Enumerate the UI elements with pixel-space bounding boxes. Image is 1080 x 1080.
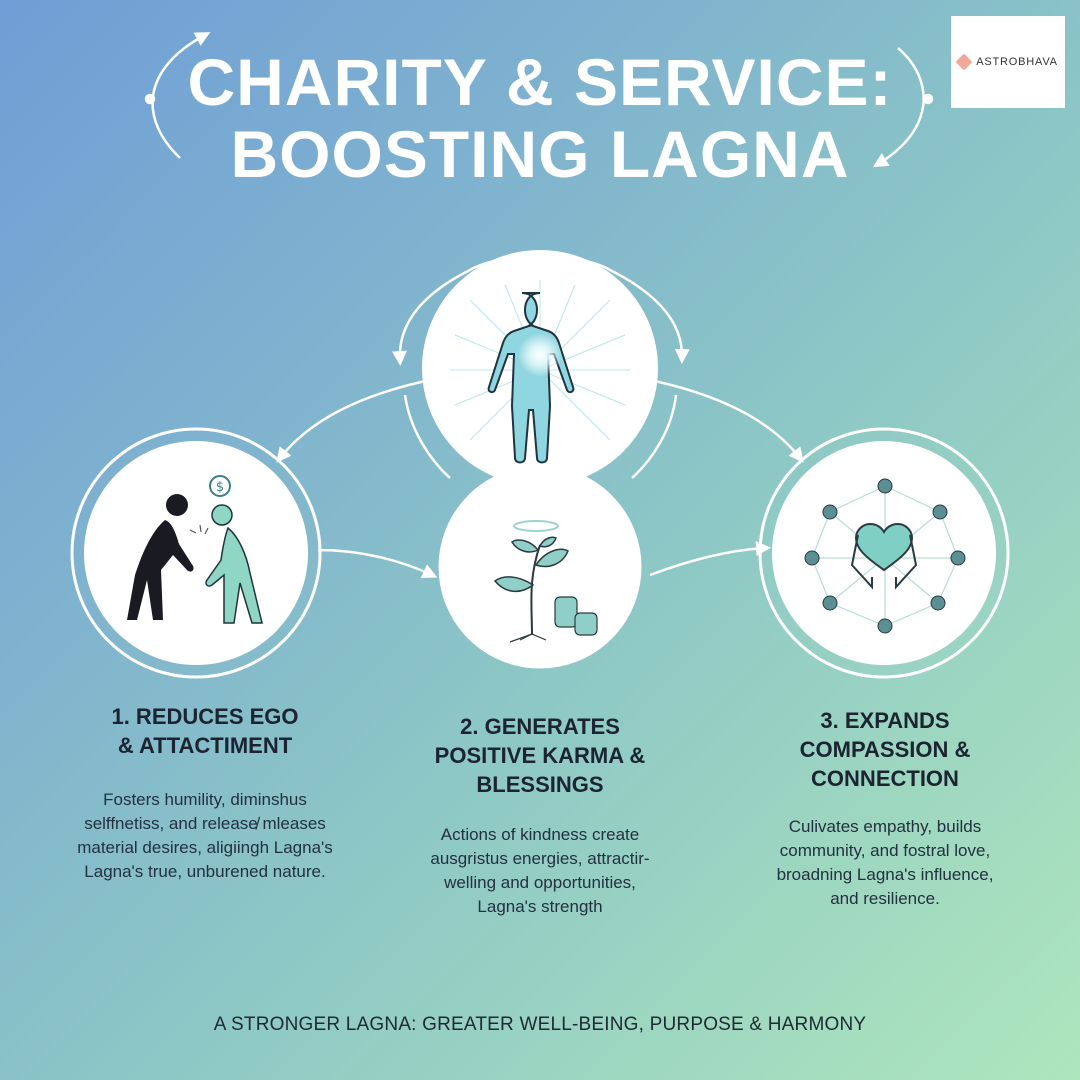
page-title: CHARITY & SERVICE: BOOSTING LAGNA: [0, 46, 1080, 190]
column-1-heading-line-2: & ATTACTIMENT: [117, 733, 293, 758]
column-1-heading-line-1: 1. REDUCES EGO: [111, 704, 299, 729]
column-3-heading: 3. EXPANDS COMPASSION & CONNECTION: [740, 706, 1030, 793]
top-ring-arrow-right: [609, 268, 690, 364]
top-ring-arrow-left: [392, 268, 471, 366]
heart-hands-network-icon: [758, 427, 1010, 679]
column-2-body-line: welling and opportunities,: [444, 873, 636, 892]
column-2-heading-line-3: BLESSINGS: [476, 772, 604, 797]
column-1-body-line: Fosters humility, diminshus: [103, 790, 307, 809]
column-2-body-line: ausgristus energies, attractir-: [430, 849, 650, 868]
arrow-left-to-center: [317, 548, 438, 578]
column-2-body-line: Lagna's strength: [477, 897, 603, 916]
column-3-heading-line-3: CONNECTION: [811, 766, 959, 791]
column-1-heading: 1. REDUCES EGO & ATTACTIMENT: [60, 702, 350, 760]
sprout-coins-icon: [438, 465, 642, 669]
column-3-heading-line-1: 3. EXPANDS: [820, 708, 950, 733]
arrow-to-right-circle: [649, 378, 804, 463]
column-3-body-line: Culivates empathy, builds: [788, 817, 982, 836]
giving-hands-people-icon: $: [70, 427, 322, 679]
column-1-body-line: material desires, aligiingh Lagna's: [77, 838, 333, 857]
title-arc-right: [872, 47, 934, 168]
brand-logo: ASTROBHAVA: [951, 16, 1065, 108]
svg-text:$: $: [216, 480, 224, 495]
column-3-body: Culivates empathy, builds community, and…: [735, 815, 1035, 911]
title-line-1: CHARITY & SERVICE:: [187, 45, 893, 119]
arrow-center-to-right: [649, 541, 771, 577]
column-1-body-line: selffnetiss, and release̸ mleases: [84, 814, 326, 833]
glowing-person-icon: [422, 250, 658, 486]
footer-tagline: A STRONGER LAGNA: GREATER WELL-BEING, PU…: [213, 1014, 867, 1035]
column-2-heading-line-1: 2. GENERATES: [460, 714, 620, 739]
column-1-body-line: Lagna's true, unburened nature.: [84, 862, 326, 881]
column-3-heading-line-2: COMPASSION &: [799, 737, 971, 762]
column-2-heading: 2. GENERATES POSITIVE KARMA & BLESSINGS: [395, 712, 685, 799]
column-2-body-line: Actions of kindness create: [440, 825, 640, 844]
column-2-body: Actions of kindness create ausgristus en…: [380, 823, 700, 919]
column-2-heading-line-2: POSITIVE KARMA &: [434, 743, 646, 768]
column-3-body-line: community, and fostral love,: [779, 841, 991, 860]
title-line-2: BOOSTING LAGNA: [230, 117, 850, 191]
column-3-body-line: and resilience.: [830, 889, 940, 908]
title-arc-left: [144, 32, 211, 159]
column-1-body: Fosters humility, diminshus selffnetiss,…: [40, 788, 370, 884]
brand-name: ASTROBHAVA: [976, 56, 1058, 68]
arrow-to-left-circle: [276, 378, 431, 463]
column-3-body-line: broadning Lagna's influence,: [776, 865, 994, 884]
